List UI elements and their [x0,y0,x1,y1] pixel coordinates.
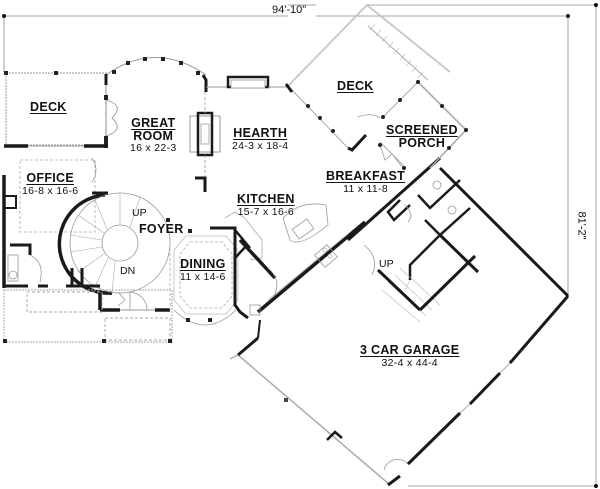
room-label-great-room: GREAT ROOM 16 x 22-3 [130,117,176,154]
room-name: DECK [30,100,67,114]
room-name: 3 CAR GARAGE [360,343,460,357]
room-name-line1: GREAT [131,116,176,130]
room-name: OFFICE [26,171,75,185]
room-name: HEARTH [233,126,288,140]
deck-right [287,3,467,169]
room-label-dining: DINING 11 x 14-6 [180,258,226,282]
room-label-office: OFFICE 16-8 x 16-6 [22,172,78,196]
room-label-deck-right: DECK [337,80,374,93]
spiral-staircase [57,191,171,295]
room-size: 16-8 x 16-6 [22,184,79,197]
room-size: 11 x 14-6 [180,270,226,283]
room-name: DINING [180,257,226,271]
office-walls [2,144,108,288]
dining-room [173,226,251,326]
dimension-lines [3,4,597,487]
room-label-foyer: FOYER [139,223,184,236]
room-label-kitchen: KITCHEN 15-7 x 16-6 [237,193,295,217]
garage-stair-up-label: UP [379,258,394,270]
room-label-screened-porch: SCREENED PORCH [386,124,458,149]
service-area [347,156,480,323]
stair-down-label: DN [120,265,136,277]
room-name: FOYER [139,222,184,236]
kitchen [224,203,367,316]
room-name: KITCHEN [237,192,295,206]
room-name: DECK [337,79,374,93]
front-porch [3,289,173,343]
room-size: 16 x 22-3 [130,142,177,154]
fireplace [189,92,221,180]
room-name-line2: ROOM [133,128,174,143]
room-label-garage: 3 CAR GARAGE 32-4 x 44-4 [360,344,459,368]
room-size: 32-4 x 44-4 [381,356,438,369]
room-size: 11 x 11-8 [343,182,388,195]
width-dimension: 94'-10" [272,4,307,16]
room-label-hearth: HEARTH 24-3 x 18-4 [232,127,288,151]
room-name: BREAKFAST [326,169,406,183]
foyer-walls [4,218,192,312]
room-label-deck-left: DECK [30,101,67,114]
room-label-breakfast: BREAKFAST 11 x 11-8 [326,170,405,194]
room-name-line1: SCREENED [386,123,458,137]
stair-up-label: UP [132,207,147,219]
garage [229,166,570,487]
room-name-line2: PORCH [398,135,446,150]
room-size: 15-7 x 16-6 [237,205,295,218]
depth-dimension: 81'-2" [575,211,588,240]
room-size: 24-3 x 18-4 [232,139,289,152]
